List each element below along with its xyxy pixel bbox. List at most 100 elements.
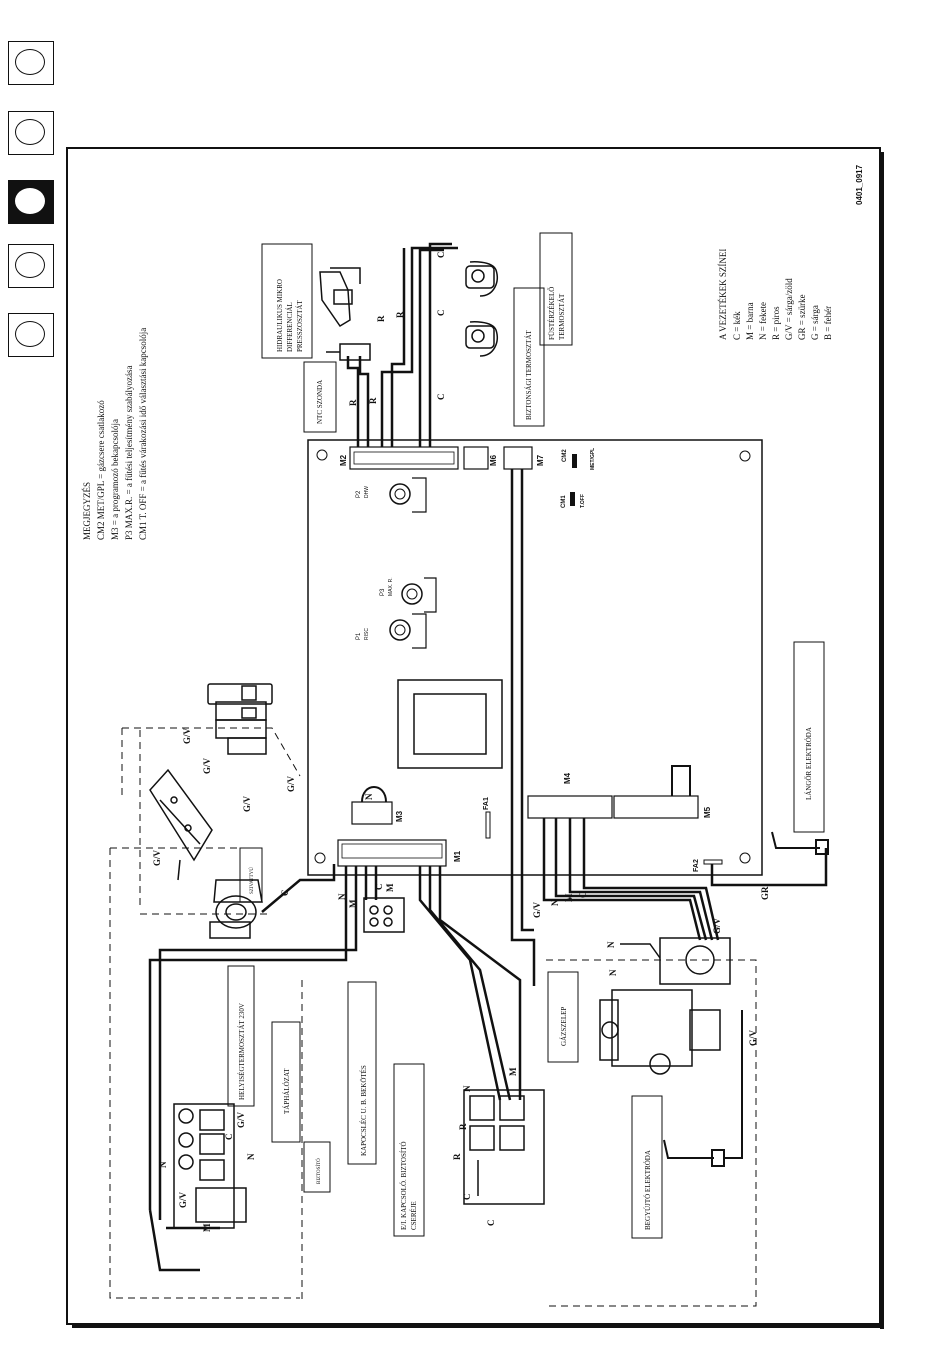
legend-block: MEGJEGYZÉS CM2 MET/GPL = gázcsere csatla… [82,328,148,540]
wire-label: N [364,793,374,800]
wire-label: N [158,1161,168,1168]
wire-label: C [578,892,588,899]
hydraulic-switch-box [261,243,313,359]
ignition-electrode-label: BEGYÚJTÓ ELEKTRÓDA [644,1150,652,1230]
ntc-probe [326,343,371,361]
power-supply-box [271,1021,301,1143]
wire-label: G/V [712,917,722,934]
wire-label: N [608,969,618,976]
fuse-fa2-label: FA2 [693,859,700,872]
fuse-fa2: FA2 [693,859,723,872]
wire-label: N [462,1085,472,1092]
wire-label: M [202,1223,212,1232]
ground-wires [109,727,757,1307]
pot-p3[interactable]: P3 MAX. R. [380,577,437,613]
ntc-box [303,361,337,433]
colors-line: GR = szürke [797,294,807,340]
nav-tab-3-active[interactable] [8,180,54,224]
safety-thermostat-label: BIZTONSÁGI TERMOSZTÁT [525,330,533,420]
legend-line: CM1 T. OFF = a fűtés várakozási idő vála… [138,328,148,540]
pot-p2[interactable]: P2 DHW [356,477,427,513]
colors-title: A VEZETÉKEK SZÍNEI [718,249,728,340]
legend-line: CM2 MET/GPL = gázcsere csatlakozó [96,400,106,540]
hydraulic-switch [319,267,361,328]
colors-line: G = sárga [810,305,820,340]
flue-thermostat-box [539,232,573,346]
wire-label: R [452,1153,462,1160]
colors-line: R = piros [771,306,781,340]
oval-icon [15,49,45,75]
jumper-cm2-id: CM2 [562,449,568,462]
wire-colors-legend: A VEZETÉKEK SZÍNEI C = kék M = barna N =… [718,249,833,340]
nav-tab-2[interactable] [8,111,54,155]
jumper-cm1[interactable]: CM1 T.OFF [561,492,586,508]
wire-label: R [458,1123,468,1130]
wire-label: C [436,252,446,259]
frame-shadow [880,152,884,1329]
ignition-block [463,1089,545,1205]
wires [148,242,828,1272]
connector-m2: M2 [339,454,348,466]
wire-label: M [348,899,358,908]
wire-label: G/V [242,795,252,812]
oval-icon [15,252,45,278]
colors-line: M = barna [745,302,755,340]
wire-label: N [246,1153,256,1160]
thermostat-safety [465,321,498,357]
wire-label: R [395,311,405,318]
ignition-electrode-probe [663,1010,743,1167]
nav-tab-5[interactable] [8,313,54,357]
room-thermostat-box [227,965,255,1107]
jumper-cm2-label: MET/GPL [590,448,596,470]
jumper-cm1-id: CM1 [561,495,567,508]
wire-label: C [374,884,384,891]
jumper-cm2[interactable]: CM2 MET/GPL [562,448,596,470]
ignition-electrode-box [631,1095,663,1239]
gas-valve-box [547,971,579,1063]
nav-tab-1[interactable] [8,41,54,85]
wire-label: N [337,893,347,900]
gas-valve [599,937,731,1075]
oval-icon [15,321,45,347]
fuse-replace-box [393,1063,425,1237]
terminal-group [363,897,405,933]
flame-electrode-label: LÁNGŐR ELEKTRÓDA [805,727,813,800]
wire-label: R [368,397,378,404]
fuse-fa1-label: FA1 [483,797,490,810]
pot-p1[interactable]: P1 RISC [356,613,427,649]
colors-line: B = fehér [823,306,833,340]
wire-label: R [376,315,386,322]
pot-p3-label: MAX. R. [388,577,394,596]
wire-label: G/V [182,727,192,744]
wire-label: G/V [748,1029,758,1046]
wire-label: G/V [202,757,212,774]
wire-labels: R R R R C C C G/V G/V G/V G/V G/V C M N … [152,252,770,1233]
wire-label: C [486,1220,496,1227]
ntc-label: NTC SZONDA [316,380,324,424]
flame-electrode-probe [771,831,829,855]
hydraulic-switch-label: HIDRAULIKUS MIKRO DIFFERENCIÁL PRESSZOSZ… [276,277,304,352]
connector-m3: M3 [395,810,404,822]
connector-m7: M7 [536,454,545,466]
connector-m4: M4 [563,772,572,784]
colors-line: N = fekete [758,302,768,340]
terminal-strip-box [347,981,377,1165]
connector-terminals [207,683,273,755]
oval-icon [15,188,45,214]
pot-p1-id: P1 [356,632,362,640]
fuse-fa1: FA1 [483,797,491,839]
fuse-replace-label: E/I. KAPCSOLÓ. BIZTOSÍTÓ CSERÉJE [400,1140,418,1230]
nav-tab-4[interactable] [8,244,54,288]
colors-line: G/V = sárga/zöld [784,278,794,340]
wire-label: G/V [236,1111,246,1128]
wire-label: GR [760,886,770,900]
wire-label: G/V [286,775,296,792]
wire-label: C [224,1134,234,1141]
flue-thermostat-label: FÜSTÉRZÉKELŐ TERMOSZTÁT [548,285,566,340]
wire-label: C [280,890,290,897]
pot-p2-label: DHW [364,486,370,498]
fuse-box [303,1141,331,1193]
wire-label: G/V [152,849,162,866]
pot-p2-id: P2 [356,490,362,498]
